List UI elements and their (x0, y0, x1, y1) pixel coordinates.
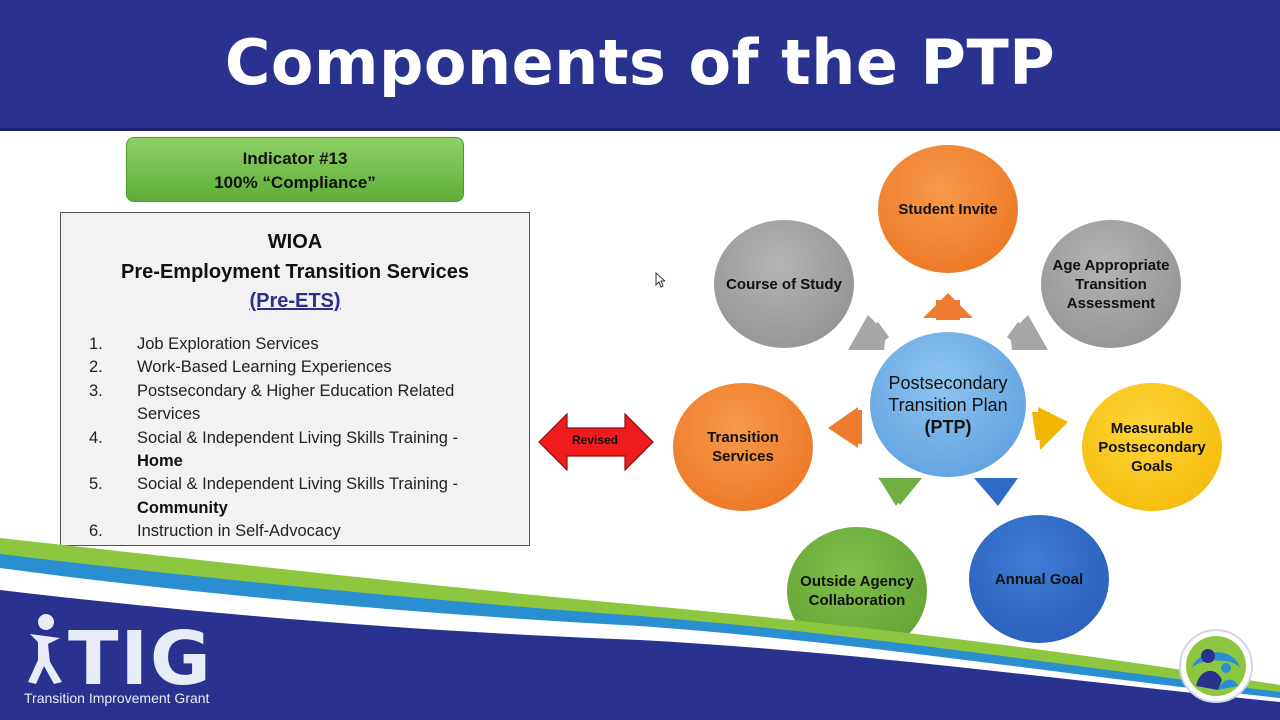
list-item-number: 1. (89, 335, 103, 353)
list-item-text: Job Exploration Services (137, 335, 319, 353)
list-item-bold: Community (137, 498, 228, 517)
node-annual-goal: Annual Goal (969, 515, 1109, 643)
slide-title: Components of the PTP (224, 26, 1056, 99)
title-bar: Components of the PTP (0, 0, 1280, 131)
arrow-left-icon (856, 410, 862, 444)
organization-round-logo-icon (1179, 629, 1253, 703)
center-line1: Postsecondary (888, 372, 1008, 393)
tig-logo-subtitle: Transition Improvement Grant (24, 690, 210, 706)
node-student-invite: Student Invite (878, 145, 1018, 273)
node-age-appropriate-assessment: Age Appropriate Transition Assessment (1041, 220, 1181, 348)
list-item: 2. Work-Based Learning Experiences (89, 356, 519, 379)
revised-label: Revised (571, 433, 619, 447)
arrow-downleft-icon (878, 478, 922, 505)
indicator-line1: Indicator #13 (242, 149, 348, 168)
list-item: 3. Postsecondary & Higher Education Rela… (89, 380, 519, 427)
list-item-number: 2. (89, 358, 103, 377)
list-item: 1. Job Exploration Services (89, 333, 519, 356)
node-measurable-goals: Measurable Postsecondary Goals (1082, 383, 1222, 511)
list-item-text: Social & Independent Living Skills Train… (137, 475, 459, 494)
list-item-number: 4. (89, 428, 103, 447)
list-item: 4. Social & Independent Living Skills Tr… (89, 427, 519, 474)
pre-ets-link[interactable]: (Pre-ETS) (249, 290, 341, 312)
arrow-upleft-icon (863, 322, 889, 350)
node-course-of-study: Course of Study (714, 220, 854, 348)
tig-figure-logo-icon (28, 614, 62, 684)
list-item: 6. Instruction in Self-Advocacy (89, 520, 519, 543)
arrow-right-icon (1032, 412, 1050, 440)
indicator-badge: Indicator #13 100% “Compliance” (126, 137, 464, 202)
list-item: 5. Social & Independent Living Skills Tr… (89, 473, 519, 520)
revised-double-arrow-icon (538, 413, 654, 471)
arrow-downright-icon (974, 478, 1018, 506)
list-item-text: Social & Independent Living Skills Train… (137, 428, 459, 447)
list-item-text: Postsecondary & Higher Education Related… (137, 381, 455, 424)
arrow-left-icon (828, 407, 858, 448)
list-item-text-wrap: Social & Independent Living Skills Train… (137, 427, 519, 474)
pre-ets-list: 1. Job Exploration Services 2. Work-Base… (89, 333, 519, 544)
wioa-heading: WIOA (267, 231, 323, 253)
tig-logo-text: TIG (68, 616, 213, 702)
list-item-text: Work-Based Learning Experiences (137, 358, 392, 377)
wioa-box: WIOA Pre-Employment Transition Services … (60, 212, 530, 546)
mouse-cursor-icon (655, 272, 665, 288)
pre-ets-heading: Pre-Employment Transition Services (121, 261, 469, 283)
list-item-text: Instruction in Self-Advocacy (137, 522, 341, 541)
arrow-up-icon (936, 300, 960, 320)
list-item-number: 5. (89, 475, 103, 494)
indicator-line2: 100% “Compliance” (214, 173, 376, 192)
node-center-ptp: Postsecondary Transition Plan (PTP) (870, 332, 1026, 477)
list-item-number: 6. (89, 522, 103, 541)
bottom-wave-decoration (0, 538, 1280, 720)
arrow-upright-icon (1007, 322, 1033, 350)
node-transition-services: Transition Services (673, 383, 813, 511)
diagram-arrows (828, 293, 1068, 506)
center-line2: Transition Plan (888, 394, 1008, 415)
center-line3: (PTP) (924, 416, 972, 437)
list-item-number: 3. (89, 381, 103, 400)
list-item-bold: Home (137, 452, 183, 471)
list-item-text-wrap: Social & Independent Living Skills Train… (137, 473, 519, 520)
